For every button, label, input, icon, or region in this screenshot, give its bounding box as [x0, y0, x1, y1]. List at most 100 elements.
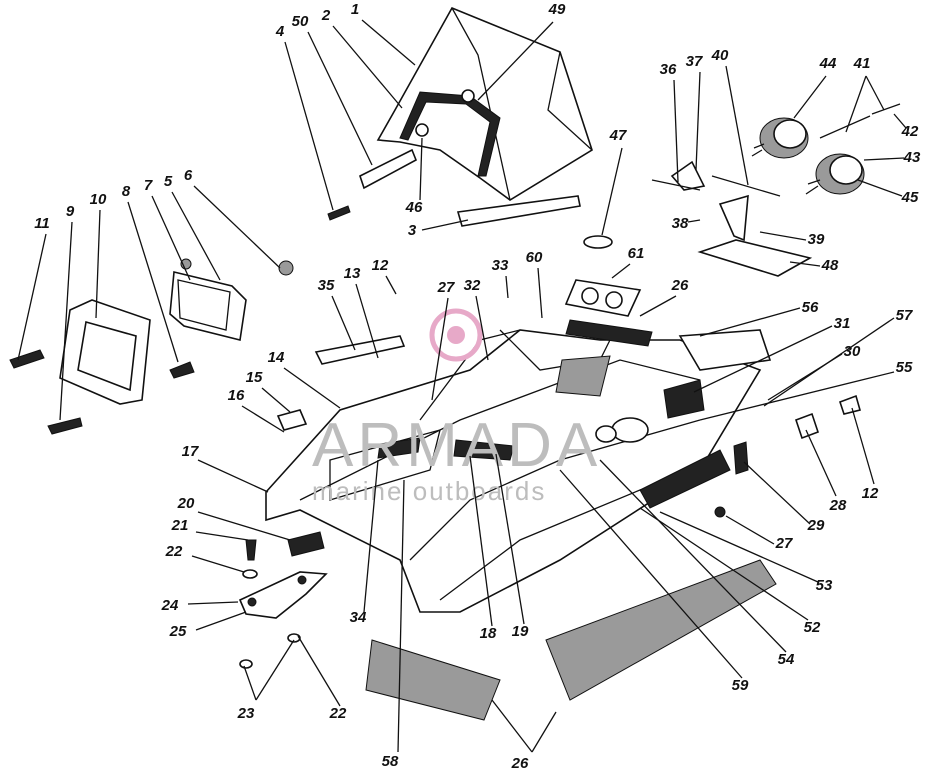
leader-c46: [419, 137, 423, 201]
callout-c58: 58: [382, 753, 399, 770]
callout-c32: 32: [464, 277, 481, 294]
wire-41: [819, 103, 901, 139]
callout-c13: 13: [344, 265, 361, 282]
callout-c15: 15: [246, 369, 263, 386]
leader-c31: [693, 325, 833, 393]
callout-c49: 49: [548, 1, 566, 18]
leader-c14: [283, 367, 341, 409]
leader-c4: [284, 41, 334, 211]
leader-c54: [599, 459, 787, 653]
callout-c30: 30: [844, 343, 861, 360]
callout-c57: 57: [896, 307, 913, 324]
leader-c24: [187, 601, 239, 605]
leader-c23: [243, 665, 257, 701]
leader-c11: [17, 233, 47, 361]
leader-c42: [893, 113, 907, 129]
nut-23: [239, 659, 253, 669]
lens-47: [583, 235, 613, 249]
callout-c34: 34: [350, 609, 367, 626]
callout-c36: 36: [660, 61, 677, 78]
leader-c25: [195, 611, 247, 631]
callout-c56: 56: [802, 299, 819, 316]
leader-c39: [759, 231, 807, 241]
callout-c28: 28: [829, 497, 847, 514]
bracket-28: [794, 412, 820, 440]
leader-c10: [95, 209, 101, 319]
callout-c26a: 26: [671, 277, 689, 294]
callout-c7: 7: [144, 177, 153, 194]
callout-c48: 48: [821, 257, 839, 274]
leader-c52: [639, 507, 809, 621]
callout-c38: 38: [672, 215, 689, 232]
leader-c26a: [639, 295, 677, 317]
bolt-21: [245, 539, 257, 561]
leader-c48: [789, 261, 821, 267]
callout-c41: 41: [853, 55, 871, 72]
bracket-35: [314, 335, 406, 365]
callout-c45: 45: [901, 189, 919, 206]
leader-c26c: [531, 711, 557, 753]
callout-c52: 52: [804, 619, 821, 636]
callout-c37: 37: [686, 53, 703, 70]
callout-c22a: 22: [165, 543, 183, 560]
cable-36-40: [651, 175, 781, 197]
leader-c29: [743, 461, 811, 525]
callout-c6: 6: [184, 167, 193, 184]
seal-strip-59: [545, 559, 777, 701]
leader-c56: [699, 307, 801, 337]
nut-27: [714, 506, 726, 518]
leader-c22a: [191, 555, 245, 573]
callout-c47: 47: [609, 127, 627, 144]
callout-c12a: 12: [372, 257, 389, 274]
watermark-logo-center-icon: [447, 326, 465, 344]
callout-c59: 59: [732, 677, 749, 694]
leader-c34: [363, 459, 379, 613]
leader-c2: [332, 25, 403, 109]
leader-c28: [805, 429, 837, 497]
headlight: [169, 258, 247, 341]
leader-c7: [151, 195, 191, 281]
windshield: [376, 6, 593, 201]
bracket-29: [733, 441, 749, 475]
callout-c53: 53: [816, 577, 833, 594]
leader-c55: [699, 371, 895, 421]
watermark: ARMADA marine outboards: [312, 308, 597, 506]
leader-c1: [361, 19, 416, 66]
callout-c23: 23: [237, 705, 255, 722]
leader-c22b: [297, 635, 341, 707]
leader-c33: [505, 275, 509, 299]
callout-c8: 8: [122, 183, 131, 200]
hood-body: [265, 329, 762, 613]
leader-c53: [659, 511, 819, 583]
callout-c9: 9: [66, 203, 75, 220]
callout-c4: 4: [275, 23, 285, 40]
knob-6: [278, 260, 294, 276]
screw-4: [327, 205, 351, 221]
watermark-logo-icon: [429, 308, 483, 362]
callout-c44: 44: [819, 55, 837, 72]
leader-c12a: [385, 275, 397, 295]
gauge-43: [805, 153, 865, 195]
washer-22b: [287, 633, 301, 643]
seal-strip-26-top: [565, 319, 653, 347]
callout-c19: 19: [512, 623, 529, 640]
leader-c41b: [865, 75, 885, 111]
leader-c43: [863, 157, 905, 161]
headlight-bezel: [59, 299, 151, 405]
callout-c12b: 12: [862, 485, 879, 502]
leader-c23b: [255, 639, 295, 701]
callout-c27b: 27: [775, 535, 793, 552]
leader-c3: [421, 219, 469, 231]
leader-c9: [59, 221, 73, 421]
pad-20: [287, 531, 325, 557]
leader-c12b: [851, 407, 875, 485]
leader-c45: [857, 179, 903, 197]
leader-c36: [673, 79, 679, 183]
bracket-50: [359, 148, 418, 190]
callout-c54: 54: [778, 651, 795, 668]
seal-strip-58: [365, 639, 501, 721]
spring-8: [169, 361, 195, 379]
leader-lines: [17, 19, 907, 753]
